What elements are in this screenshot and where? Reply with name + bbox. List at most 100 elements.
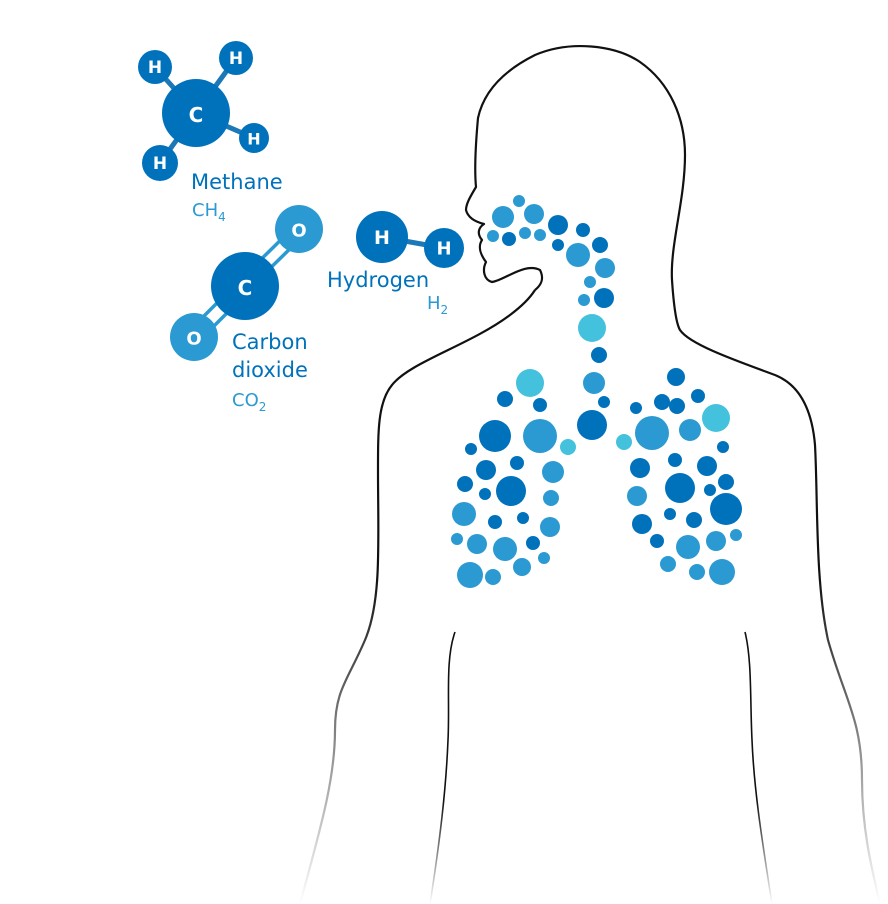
lung-dot [516, 369, 544, 397]
lung-dot [538, 552, 550, 564]
methane-hydrogen-atom [142, 145, 178, 181]
lung-dot [689, 564, 705, 580]
lung-dot [540, 517, 560, 537]
lung-dot [697, 456, 717, 476]
atom-symbol: H [148, 58, 162, 78]
lung-dot [479, 488, 491, 500]
co2-oxygen-atom [170, 313, 218, 361]
h2-hydrogen-atom [424, 228, 464, 268]
lung-dot [679, 419, 701, 441]
lung-dot [552, 239, 564, 251]
lung-dot [584, 276, 596, 288]
lung-dot [654, 394, 670, 410]
lung-dot [668, 453, 682, 467]
lung-dot [534, 229, 546, 241]
lung-dot [627, 486, 647, 506]
lung-dot [452, 502, 476, 526]
lung-dot [630, 402, 642, 414]
lung-dot [591, 347, 607, 363]
lung-dot [502, 232, 516, 246]
h2-hydrogen-atom [356, 211, 408, 263]
lung-dot [630, 458, 650, 478]
lung-dot [578, 314, 606, 342]
right-arm-inner [744, 631, 773, 904]
lung-dot [709, 559, 735, 585]
lung-dot [691, 389, 705, 403]
lung-dot [560, 439, 576, 455]
lung-dot [457, 562, 483, 588]
atom-symbol: H [229, 49, 243, 69]
lung-dot [492, 206, 514, 228]
human-silhouette [298, 45, 882, 904]
lung-dot [488, 515, 502, 529]
co2-carbon-atom [211, 252, 279, 320]
lung-dot [704, 484, 716, 496]
methane-carbon-atom [162, 79, 230, 147]
lung-dot [497, 391, 513, 407]
methane-label: Methane [191, 170, 283, 194]
lung-dot [583, 372, 605, 394]
hydrogen-label: Hydrogen [327, 268, 429, 292]
co2-label-line1: Carbon [232, 330, 308, 354]
lung-dot [485, 569, 501, 585]
lung-dot [706, 531, 726, 551]
lung-dot [702, 404, 730, 432]
lung-dot [660, 556, 676, 572]
lung-dot [517, 512, 529, 524]
lung-dot [457, 476, 473, 492]
lung-dot [650, 534, 664, 548]
lung-dot [533, 398, 547, 412]
atom-symbol: O [186, 329, 201, 350]
lung-dot [513, 195, 525, 207]
lung-dot [665, 473, 695, 503]
lung-dot [577, 410, 607, 440]
lung-dot [548, 215, 568, 235]
lung-dot [632, 514, 652, 534]
lung-dot [598, 396, 610, 408]
carbon-dioxide-molecule: C O O [170, 205, 323, 361]
atom-symbol: H [374, 227, 390, 249]
lung-dot [686, 512, 702, 528]
lung-dot [519, 227, 531, 239]
lung-dot [576, 223, 590, 237]
lung-dot [524, 204, 544, 224]
left-arm-inner [429, 631, 456, 904]
atom-symbol: H [247, 130, 260, 149]
co2-oxygen-atom [275, 205, 323, 253]
methane-molecule: C H H H H [138, 41, 269, 181]
lung-dot [717, 441, 729, 453]
lung-dot [635, 416, 669, 450]
lung-dot [578, 294, 590, 306]
lung-dot [496, 476, 526, 506]
lung-dot [566, 243, 590, 267]
atom-symbol: C [189, 103, 204, 127]
lung-dot [730, 529, 742, 541]
co2-label-line2: dioxide [232, 358, 308, 382]
atom-symbol: O [291, 221, 306, 242]
lung-dot [513, 558, 531, 576]
lung-dot [667, 368, 685, 386]
lung-dot [718, 474, 734, 490]
lung-dot [710, 493, 742, 525]
body-outline [298, 45, 882, 904]
hydrogen-molecule: H H [356, 211, 464, 268]
lung-dot [542, 461, 564, 483]
lung-dot [664, 508, 676, 520]
lung-dot [592, 237, 608, 253]
lung-dot [493, 537, 517, 561]
lung-dot [451, 533, 463, 545]
atom-symbol: H [153, 154, 167, 174]
methane-hydrogen-atom [239, 123, 269, 153]
lung-dot [465, 443, 477, 455]
methane-hydrogen-atom [219, 41, 253, 75]
methane-hydrogen-atom [138, 50, 172, 84]
lung-dot [526, 536, 540, 550]
co2-formula: CO2 [232, 390, 266, 414]
atom-symbol: C [238, 276, 253, 300]
lung-dot [523, 419, 557, 453]
atom-symbol: H [436, 239, 451, 260]
hydrogen-formula: H2 [427, 293, 448, 317]
lung-dot [676, 535, 700, 559]
methane-formula: CH4 [192, 200, 226, 224]
